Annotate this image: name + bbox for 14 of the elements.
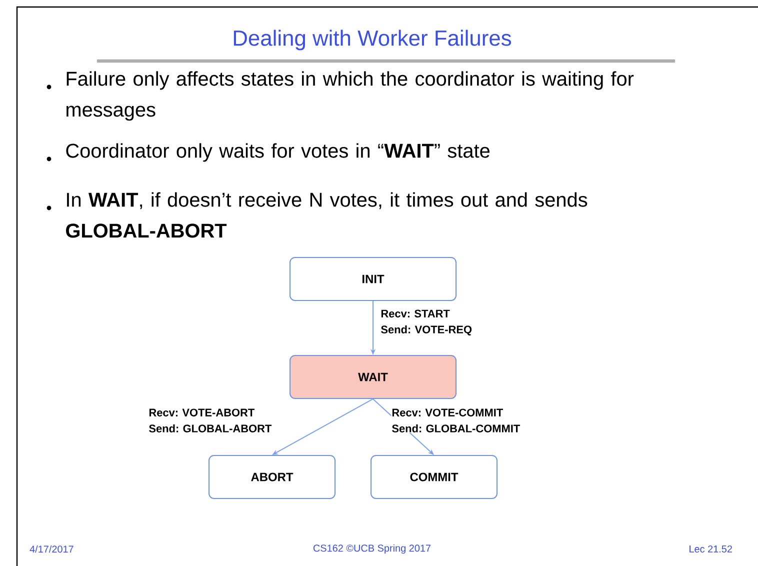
footer-text: CS162 ©UCB Spring 2017	[313, 544, 431, 554]
bullet-text: Coordinator only waits for votes in “WAIT” state	[66, 143, 490, 162]
state-box: COMMIT	[370, 455, 498, 499]
edge-label: Recv: START Send: VOTE-REQ	[380, 309, 478, 336]
edge-label: Recv: VOTE-COMMIT Send: GLOBAL-COMMIT	[391, 408, 526, 433]
bullet-text: Failure only affects states in which the coordinator is waiting for messages	[66, 71, 634, 121]
edge-label: Recv: VOTE-ABORT Send: GLOBAL-ABORT	[148, 408, 278, 433]
state-box: INIT	[290, 257, 456, 301]
footer-text: 4/17/2017	[30, 545, 74, 553]
footer-text: Lec 21.52	[690, 545, 732, 553]
state-box: ABORT	[208, 455, 336, 499]
state-box: WAIT	[290, 355, 456, 399]
title: Dealing with Worker Failures	[234, 30, 512, 50]
bullet-text: In WAIT, if doesn’t receive N votes, it times out and sends GLOBAL-ABORT	[66, 192, 588, 238]
